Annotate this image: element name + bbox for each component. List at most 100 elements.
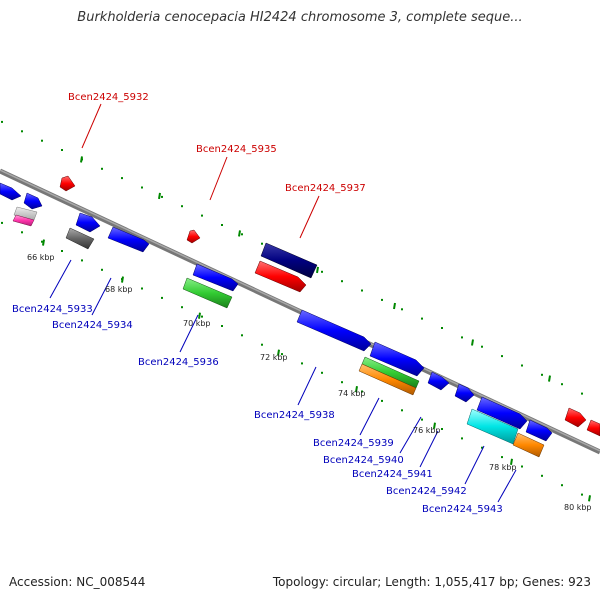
gene-arrow[interactable] xyxy=(75,212,101,233)
connector-5942 xyxy=(464,445,485,485)
connector-5935 xyxy=(209,156,228,201)
accession-text: Accession: NC_008544 xyxy=(9,575,146,589)
major-tick xyxy=(510,458,513,465)
connector-5943 xyxy=(497,469,517,503)
gene-label-5936[interactable]: Bcen2424_5936 xyxy=(138,357,219,368)
tick-dot xyxy=(541,373,543,376)
gene-arrow-red[interactable] xyxy=(254,260,307,293)
tick-dot xyxy=(481,345,483,348)
gene-arrow[interactable] xyxy=(0,182,22,201)
tick-dot xyxy=(161,195,163,198)
genome-summary-text: Topology: circular; Length: 1,055,417 bp… xyxy=(272,575,591,589)
major-tick xyxy=(80,156,83,163)
tick-dot xyxy=(381,298,383,301)
gene-label-5934[interactable]: Bcen2424_5934 xyxy=(52,320,133,331)
tick-dot xyxy=(261,242,263,245)
tick-dot xyxy=(81,259,83,262)
tick-dot xyxy=(341,381,343,384)
tick-dot xyxy=(321,270,323,273)
gene-label-5933[interactable]: Bcen2424_5933 xyxy=(12,304,93,315)
tick-dot xyxy=(521,465,523,468)
gene-label-5938[interactable]: Bcen2424_5938 xyxy=(254,410,335,421)
gene-arrow-red[interactable] xyxy=(186,229,201,244)
tick-dot xyxy=(141,287,143,290)
tick-dot xyxy=(461,437,463,440)
gene-label-5942[interactable]: Bcen2424_5942 xyxy=(386,486,467,497)
gene-label-5941[interactable]: Bcen2424_5941 xyxy=(352,469,433,480)
kbp-label: 68 kbp xyxy=(105,285,133,294)
connector-5941 xyxy=(419,430,439,468)
tick-dot xyxy=(581,392,583,395)
major-tick xyxy=(277,349,280,356)
tick-dot xyxy=(181,306,183,309)
tick-dot xyxy=(401,409,403,412)
major-tick xyxy=(433,422,436,429)
major-tick xyxy=(588,495,591,502)
tick-dot xyxy=(121,177,123,180)
tick-dot xyxy=(561,383,563,386)
tick-dot xyxy=(321,371,323,374)
gene-label-5932[interactable]: Bcen2424_5932 xyxy=(68,92,149,103)
major-tick xyxy=(393,302,396,310)
tick-dot xyxy=(61,149,63,151)
gene-label-5937[interactable]: Bcen2424_5937 xyxy=(285,183,366,194)
gene-arrow-red[interactable] xyxy=(564,407,587,428)
tick-dot xyxy=(161,296,163,299)
tick-dot xyxy=(61,250,63,252)
gene-arrow[interactable] xyxy=(369,341,425,377)
gene-arrow-red[interactable] xyxy=(586,419,600,437)
tick-dot xyxy=(401,308,403,311)
tick-dot xyxy=(101,268,103,271)
tick-dot xyxy=(181,205,183,208)
connector-5936 xyxy=(179,314,199,353)
tick-dot xyxy=(221,325,223,327)
gene-arrow[interactable] xyxy=(107,226,150,253)
gene-label-5935[interactable]: Bcen2424_5935 xyxy=(196,144,277,155)
tick-dot xyxy=(421,317,423,320)
tick-dot xyxy=(241,233,243,236)
tick-dot xyxy=(361,390,363,393)
tick-dot xyxy=(501,456,503,459)
gene-block-pink[interactable] xyxy=(12,214,35,227)
gene-arrow[interactable] xyxy=(476,396,528,430)
connector-5938 xyxy=(297,366,317,406)
gene-block-gray[interactable] xyxy=(65,227,95,250)
gene-arrow[interactable] xyxy=(525,419,553,442)
gene-arrow[interactable] xyxy=(192,263,239,292)
gene-arrow[interactable] xyxy=(296,309,372,352)
gene-arrow[interactable] xyxy=(23,192,43,210)
tick-dot xyxy=(21,130,23,133)
kbp-label: 74 kbp xyxy=(338,389,366,398)
tick-dot xyxy=(441,428,443,430)
major-tick xyxy=(355,386,358,393)
gene-arrow[interactable] xyxy=(427,371,450,391)
connector-5933 xyxy=(49,259,72,299)
gene-block-orange[interactable] xyxy=(512,432,545,458)
kbp-label: 80 kbp xyxy=(564,503,592,512)
gene-arrow-red[interactable] xyxy=(59,175,76,192)
connector-5934 xyxy=(91,277,112,316)
gene-label-5939[interactable]: Bcen2424_5939 xyxy=(313,438,394,449)
connector-5940 xyxy=(399,416,422,454)
gene-block-green[interactable] xyxy=(182,277,233,309)
tick-dot xyxy=(481,446,483,449)
gene-label-5943[interactable]: Bcen2424_5943 xyxy=(422,504,503,515)
tick-dot xyxy=(1,221,3,224)
gene-features xyxy=(0,175,600,458)
tick-dot xyxy=(421,418,423,421)
tick-dot xyxy=(301,362,303,365)
gene-label-5940[interactable]: Bcen2424_5940 xyxy=(323,455,404,466)
tick-dot xyxy=(521,364,523,367)
gene-block-cyan[interactable] xyxy=(466,408,519,445)
major-tick xyxy=(198,312,201,319)
major-tick xyxy=(471,339,474,346)
tick-dot xyxy=(381,399,383,402)
gene-block-orange[interactable] xyxy=(358,363,417,396)
gene-block-navy[interactable] xyxy=(260,242,318,279)
gene-arrow[interactable] xyxy=(454,383,475,403)
tick-dot xyxy=(41,139,43,142)
major-tick xyxy=(121,276,124,283)
tick-dot xyxy=(221,224,223,226)
connector-5939 xyxy=(359,397,380,436)
